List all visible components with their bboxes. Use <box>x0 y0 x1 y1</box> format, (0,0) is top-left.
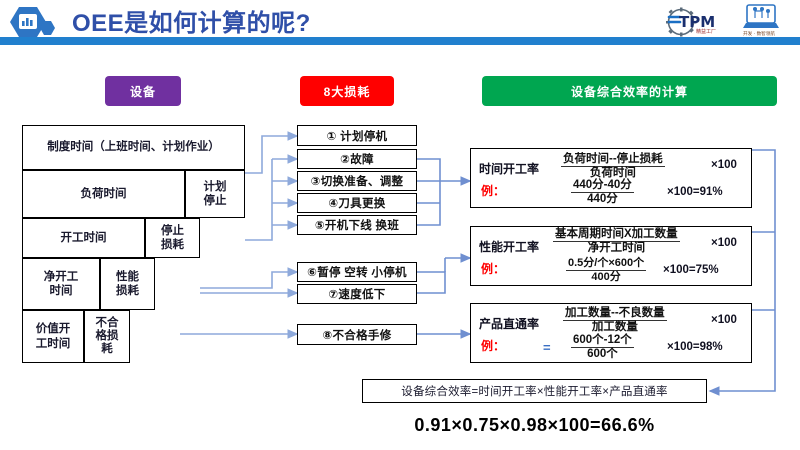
loss-label: ⑦速度低下 <box>328 289 386 301</box>
formula-multiplier: ×100 <box>711 314 737 326</box>
formula-denominator: 负荷时间 <box>589 167 636 180</box>
cell-label: 性能 损耗 <box>116 270 139 297</box>
formula-numerator: 负荷时间--停止损耗 <box>561 153 665 168</box>
column-header-equipment-label: 设备 <box>129 84 156 99</box>
table-cell-defect-loss: 不合 格损 耗 <box>84 310 130 363</box>
header-accent-bar <box>0 37 800 45</box>
laptop-logo-subtitle: 开发 · 数智领航 <box>743 30 775 37</box>
hexagon-dot-icon <box>40 21 55 35</box>
table-cell-performance-loss: 性能 损耗 <box>100 258 155 310</box>
formula-numerator: 加工数量--不良数量 <box>563 307 667 322</box>
cell-label: 价值开 工时间 <box>35 323 71 350</box>
cell-label: 开工时间 <box>60 231 107 244</box>
example-denominator: 600个 <box>587 348 618 361</box>
oee-summary-equation-box: 设备综合效率=时间开工率×性能开工率×产品直通率 <box>362 379 707 403</box>
page-title: OEE是如何计算的呢? <box>72 10 311 37</box>
example-denominator: 440分 <box>587 193 618 206</box>
loss-item-2: ②故障 <box>297 149 417 169</box>
column-header-losses: 8大损耗 <box>300 76 394 106</box>
formula-denominator: 净开工时间 <box>587 242 646 255</box>
loss-label: ⑧不合格手修 <box>322 329 392 342</box>
loss-item-7: ⑦速度低下 <box>297 284 417 304</box>
example-numerator: 0.5分/个×600个 <box>566 257 647 271</box>
svg-text:TPM: TPM <box>679 13 715 31</box>
formula-denominator: 加工数量 <box>591 321 638 334</box>
formula-example-label: 例： <box>481 184 506 198</box>
example-result: ×100=75% <box>663 264 719 276</box>
column-header-losses-label: 8大损耗 <box>323 84 371 99</box>
cell-label: 停止 损耗 <box>161 224 184 251</box>
loss-label: ③切换准备、调整 <box>310 176 404 188</box>
loss-item-6: ⑥暂停 空转 小停机 <box>297 262 417 282</box>
example-numerator: 440分-40分 <box>571 179 634 194</box>
cell-label: 不合 格损 耗 <box>95 316 119 356</box>
loss-label: ⑤开机下线 换班 <box>314 220 400 232</box>
example-result: ×100=98% <box>667 341 723 353</box>
table-row-regulation-time: 制度时间（上班时间、计划作业） <box>22 125 245 170</box>
table-cell-load-time: 负荷时间 <box>22 170 185 218</box>
loss-label: ②故障 <box>340 154 374 166</box>
table-cell-value-operating-time: 价值开 工时间 <box>22 310 84 363</box>
loss-item-4: ④刀具更换 <box>297 193 417 213</box>
loss-item-3: ③切换准备、调整 <box>297 171 417 191</box>
formula-example-label: 例： <box>481 339 506 353</box>
formula-name: 性能开工率 <box>479 240 540 254</box>
cell-label: 负荷时间 <box>80 187 127 200</box>
formula-example-label: 例： <box>481 262 506 276</box>
loss-label: ⑥暂停 空转 小停机 <box>307 267 407 279</box>
formula-box-product-yield-rate: 产品直通率 例： = 加工数量--不良数量 加工数量 ×100 600个-12个… <box>470 303 752 363</box>
table-cell-planned-stop: 计划 停止 <box>185 170 245 218</box>
table-cell-operating-time: 开工时间 <box>22 218 145 258</box>
formula-box-performance-operating-rate: 性能开工率 例： 基本周期时间X加工数量 净开工时间 ×100 0.5分/个×6… <box>470 226 752 286</box>
column-header-calculation-label: 设备综合效率的计算 <box>570 84 688 99</box>
loss-item-1: ① 计划停机 <box>297 125 417 146</box>
example-denominator: 400分 <box>591 270 621 283</box>
formula-box-time-operating-rate: 时间开工率 例： 负荷时间--停止损耗 负荷时间 ×100 440分-40分 4… <box>470 148 752 208</box>
oee-hexagon-chart-logo-icon <box>10 7 46 37</box>
loss-label: ④刀具更换 <box>328 198 386 210</box>
column-header-equipment: 设备 <box>105 76 181 106</box>
example-result: ×100=91% <box>667 186 723 198</box>
column-header-calculation: 设备综合效率的计算 <box>482 76 777 106</box>
loss-item-8: ⑧不合格手修 <box>297 324 417 345</box>
e-tpm-logo-icon: TPM 精益工厂 <box>666 7 716 37</box>
table-cell-stop-loss: 停止 损耗 <box>145 218 200 258</box>
svg-text:精益工厂: 精益工厂 <box>696 28 716 35</box>
formula-name: 时间开工率 <box>479 162 540 176</box>
example-numerator: 600个-12个 <box>571 334 634 349</box>
oee-summary-equation: 设备综合效率=时间开工率×性能开工率×产品直通率 <box>401 386 668 398</box>
formula-multiplier: ×100 <box>711 237 737 249</box>
cell-label: 计划 停止 <box>203 180 227 207</box>
formula-multiplier: ×100 <box>711 159 737 171</box>
table-cell-net-operating-time: 净开工 时间 <box>22 258 100 310</box>
formula-name: 产品直通率 <box>479 317 540 331</box>
cell-label: 净开工 时间 <box>43 270 79 297</box>
loss-label: ① 计划停机 <box>326 130 388 143</box>
oee-summary-result: 0.91×0.75×0.98×100=66.6% <box>414 415 655 435</box>
formula-numerator: 基本周期时间X加工数量 <box>553 228 680 243</box>
loss-item-5: ⑤开机下线 换班 <box>297 215 417 235</box>
laptop-network-logo-icon: 开发 · 数智领航 <box>743 4 779 37</box>
cell-label: 制度时间（上班时间、计划作业） <box>47 141 220 154</box>
formula-equals-sign: = <box>543 340 551 355</box>
